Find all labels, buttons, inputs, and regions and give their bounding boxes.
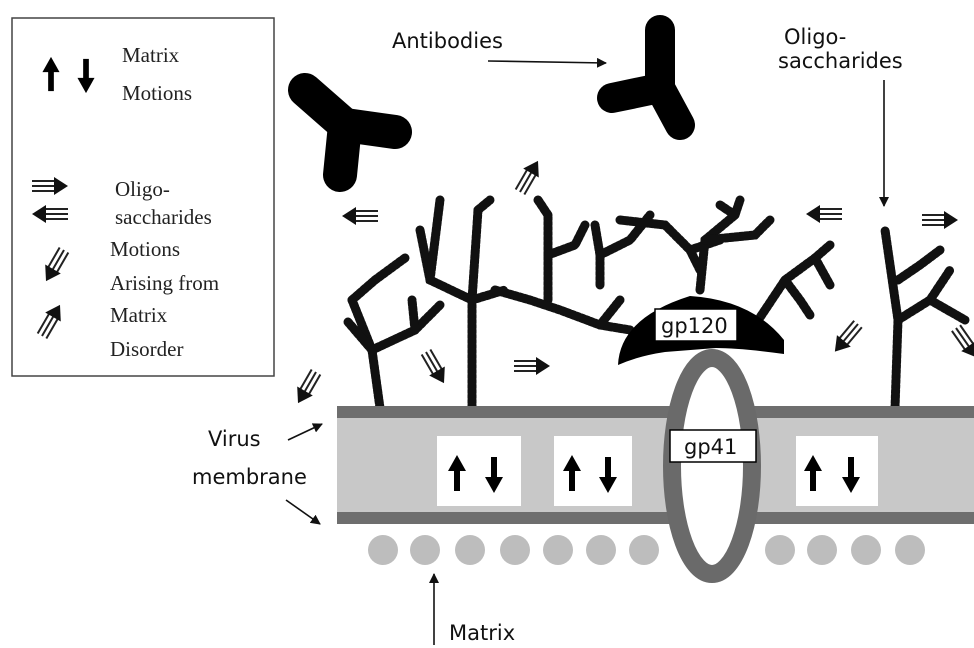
membrane-pointer-arrow-upper [288,424,322,440]
legend-disorder-line1: Motions [110,237,180,261]
membrane-pointer-arrow-lower [286,500,320,524]
gp120-label: gp120 [661,314,728,338]
oligo-label-line1: Oligo- [784,25,846,49]
matrix-particles [368,535,925,565]
virus-membrane [337,406,974,524]
matrix-motion-box-1 [437,436,521,506]
legend-matrix-motions-line1: Matrix [122,43,180,67]
gp41-label: gp41 [684,435,737,459]
legend-disorder-line2: Arising from [110,271,219,295]
matrix-label: Matrix [449,621,515,645]
antibodies-pointer-arrow [488,61,606,63]
virus-membrane-label-line2: membrane [192,465,307,489]
legend-box: Matrix Motions Oligo- saccharides Motion… [12,18,274,376]
antibodies-label: Antibodies [392,29,503,53]
legend-disorder-line3: Matrix [110,303,168,327]
virus-membrane-label-line1: Virus [208,427,261,451]
oligo-label-line2: saccharides [778,49,903,73]
gp41-transmembrane-ring: gp41 [670,358,756,574]
antibody-left [305,90,395,175]
matrix-motion-box-2 [554,436,632,506]
legend-oligo-line2: saccharides [115,205,212,229]
legend-matrix-motions-line2: Motions [122,81,192,105]
antibody-right [612,30,680,125]
legend-disorder-line4: Disorder [110,337,183,361]
disorder-motion-arrows [290,156,974,407]
matrix-motion-box-3 [796,436,878,506]
legend-oligo-line1: Oligo- [115,177,170,201]
